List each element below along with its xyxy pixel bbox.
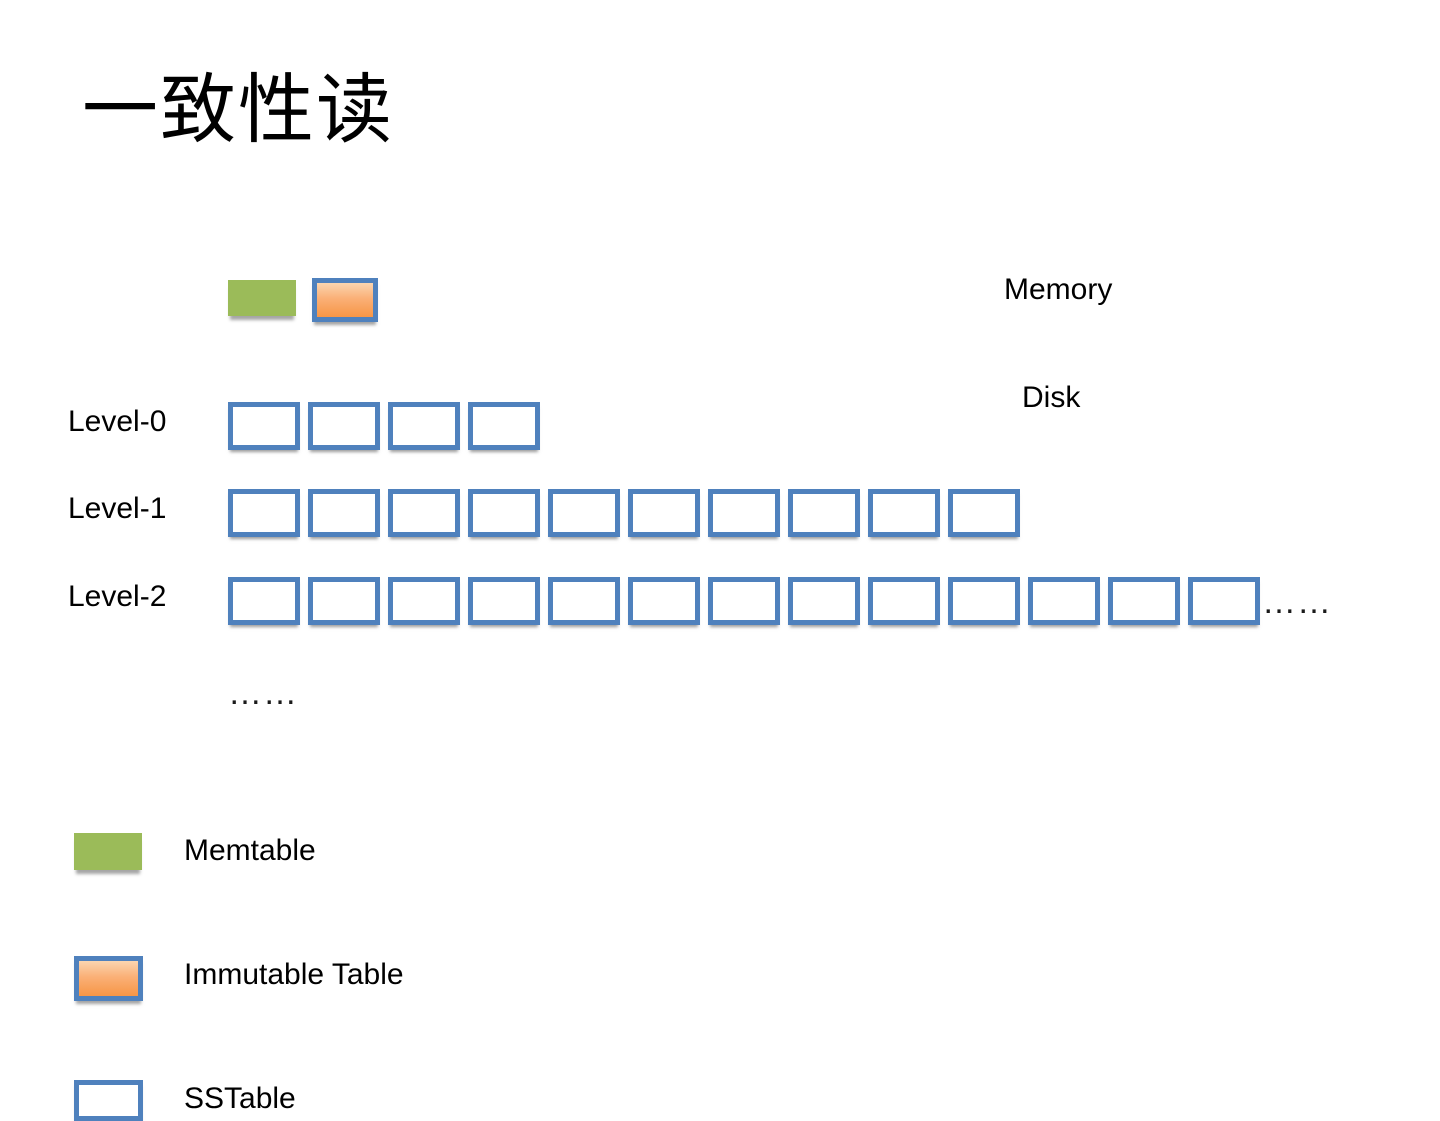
sstable-box[interactable] bbox=[468, 489, 540, 537]
sstable-box[interactable] bbox=[1188, 577, 1260, 625]
sstable-box[interactable] bbox=[228, 402, 300, 450]
sstable-box[interactable] bbox=[628, 489, 700, 537]
sstable-box[interactable] bbox=[1108, 577, 1180, 625]
immutable-table-block[interactable] bbox=[312, 278, 378, 322]
level-1-label: Level-1 bbox=[68, 492, 167, 525]
sstable-box[interactable] bbox=[628, 577, 700, 625]
sstable-box[interactable] bbox=[868, 577, 940, 625]
sstable-box[interactable] bbox=[228, 489, 300, 537]
sstable-box[interactable] bbox=[388, 402, 460, 450]
level-1-sstable-row bbox=[228, 489, 1020, 537]
page-title: 一致性读 bbox=[82, 65, 394, 154]
level-0-sstable-row bbox=[228, 402, 540, 450]
sstable-box[interactable] bbox=[548, 489, 620, 537]
sstable-box[interactable] bbox=[308, 577, 380, 625]
sstable-box[interactable] bbox=[548, 577, 620, 625]
sstable-box[interactable] bbox=[948, 577, 1020, 625]
sstable-box[interactable] bbox=[788, 577, 860, 625]
sstable-box[interactable] bbox=[708, 577, 780, 625]
sstable-box[interactable] bbox=[388, 577, 460, 625]
level-0-label: Level-0 bbox=[68, 405, 167, 438]
disk-region-label: Disk bbox=[1022, 381, 1081, 414]
legend-label-memtable: Memtable bbox=[184, 834, 316, 867]
memtable-block[interactable] bbox=[228, 280, 296, 316]
sstable-box[interactable] bbox=[308, 402, 380, 450]
more-levels-ellipsis: …… bbox=[228, 674, 298, 712]
sstable-box[interactable] bbox=[1028, 577, 1100, 625]
immutable-table-swatch bbox=[74, 956, 143, 1001]
sstable-box[interactable] bbox=[868, 489, 940, 537]
level-2-label: Level-2 bbox=[68, 580, 167, 613]
sstable-box[interactable] bbox=[468, 402, 540, 450]
sstable-box[interactable] bbox=[308, 489, 380, 537]
legend-label-sstable: SSTable bbox=[184, 1082, 296, 1115]
sstable-box[interactable] bbox=[708, 489, 780, 537]
sstable-swatch bbox=[74, 1080, 143, 1121]
level-2-sstable-row bbox=[228, 577, 1260, 625]
legend-label-immutable-table: Immutable Table bbox=[184, 958, 404, 991]
sstable-box[interactable] bbox=[228, 577, 300, 625]
memory-region-label: Memory bbox=[1004, 273, 1113, 306]
level-2-trailing-ellipsis: …… bbox=[1262, 583, 1332, 621]
sstable-box[interactable] bbox=[388, 489, 460, 537]
sstable-box[interactable] bbox=[948, 489, 1020, 537]
memtable-swatch bbox=[74, 833, 142, 870]
sstable-box[interactable] bbox=[788, 489, 860, 537]
sstable-box[interactable] bbox=[468, 577, 540, 625]
